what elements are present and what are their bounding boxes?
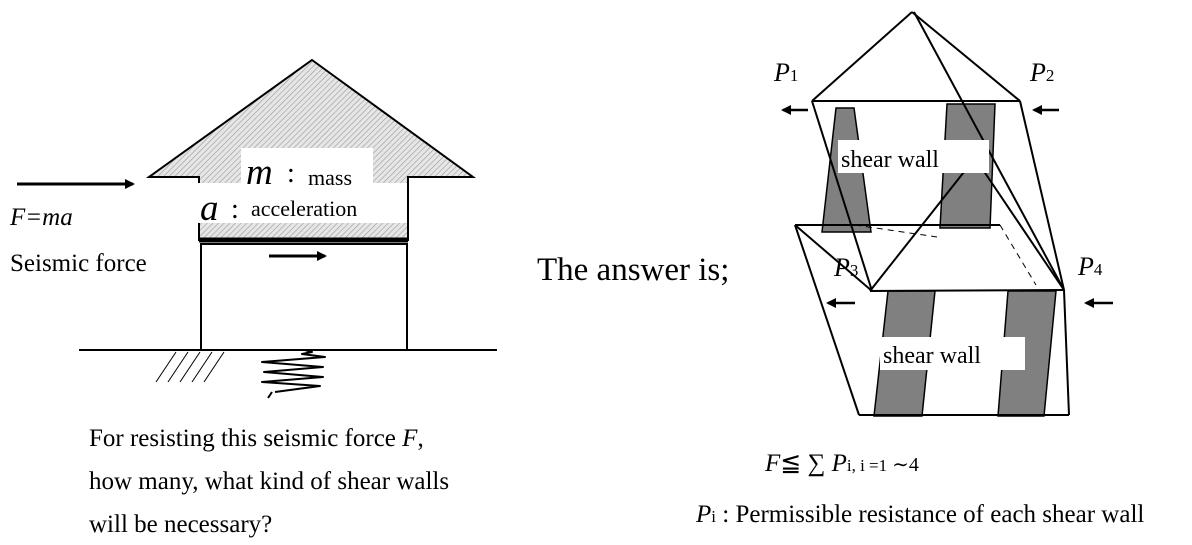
force-equation: F=ma — [9, 204, 73, 231]
mass-symbol: m — [246, 152, 273, 193]
question-line-2: how many, what kind of shear walls — [89, 468, 449, 495]
answer-intro: The answer is; — [537, 252, 729, 288]
accel-colon: : — [231, 194, 239, 225]
mass-label: mass — [308, 165, 352, 190]
building-model — [794, 11, 1070, 417]
mass-label-box — [241, 148, 373, 188]
accel-symbol: a — [200, 188, 219, 229]
force-caption: Seismic force — [10, 250, 147, 277]
p1-label: P1 — [773, 58, 798, 87]
sum-formula: F≦ ∑ Pi, i =1 ∼4 — [764, 450, 919, 477]
hidden-edge — [854, 224, 938, 238]
fixed-support-hatch — [155, 351, 225, 383]
lower-wall-label-box — [880, 337, 1025, 370]
resistance-definition: Pi : Permissible resistance of each shea… — [695, 501, 1144, 528]
hidden-edge-2 — [999, 224, 1037, 286]
p2-label: P2 — [1029, 58, 1054, 87]
p3-label: P3 — [833, 253, 858, 282]
storey-box — [200, 243, 408, 351]
house-model — [17, 58, 497, 399]
upper-wall-label-box — [838, 140, 989, 173]
p4-label: P4 — [1077, 252, 1103, 281]
lower-wall-label: shear wall — [883, 343, 981, 369]
spring-icon — [261, 349, 326, 393]
mass-colon: : — [287, 158, 295, 189]
accel-label-box — [198, 183, 407, 223]
question-line-3: will be necessary? — [89, 511, 272, 538]
upper-wall-label: shear wall — [841, 147, 939, 173]
accel-label: acceleration — [251, 196, 357, 221]
question-line-1: For resisting this seismic force F, — [89, 425, 424, 452]
spring-anchor — [267, 391, 273, 399]
resistance-arrows — [781, 105, 1113, 308]
